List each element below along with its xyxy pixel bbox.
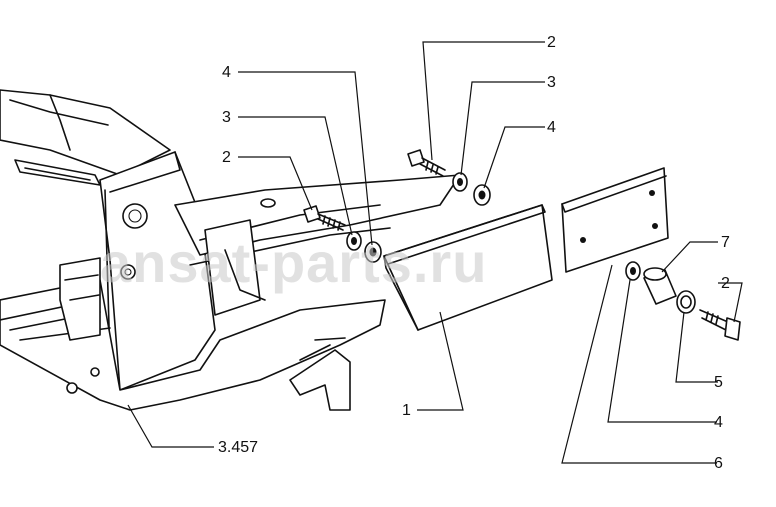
callout-label: 4 — [547, 119, 556, 136]
washer-top-4 — [473, 184, 491, 206]
callout-label: 6 — [714, 455, 723, 472]
watermark-text: ansat-parts.ru — [100, 231, 487, 294]
callout-label: 3 — [222, 109, 231, 126]
callout-label: 1 — [402, 402, 411, 419]
washer-right-5 — [676, 290, 696, 314]
callout-label-ref: 3.457 — [218, 439, 258, 456]
bolt-left — [303, 205, 346, 231]
washer-left-4 — [364, 241, 382, 263]
callout-label: 2 — [222, 149, 231, 166]
callout-label: 2 — [547, 34, 556, 51]
callout-label: 7 — [721, 234, 730, 251]
callout-label: 2 — [721, 275, 730, 292]
callout-label: 4 — [714, 414, 723, 431]
pad-part-1 — [383, 204, 553, 331]
callout-labels: 4 3 2 2 3 4 7 2 5 1 4 6 3.457 — [218, 34, 730, 472]
callout-label: 3 — [547, 74, 556, 91]
callout-label: 4 — [222, 64, 231, 81]
washer-left-3 — [346, 231, 362, 251]
callout-lines — [127, 41, 743, 464]
callout-label: 5 — [714, 374, 723, 391]
bolt-top — [407, 149, 446, 177]
washer-right-4 — [625, 261, 641, 281]
washer-top-3 — [452, 172, 468, 192]
bolt-right — [699, 309, 741, 341]
plate-part-6 — [561, 167, 669, 273]
spacer-part-7 — [643, 267, 677, 305]
